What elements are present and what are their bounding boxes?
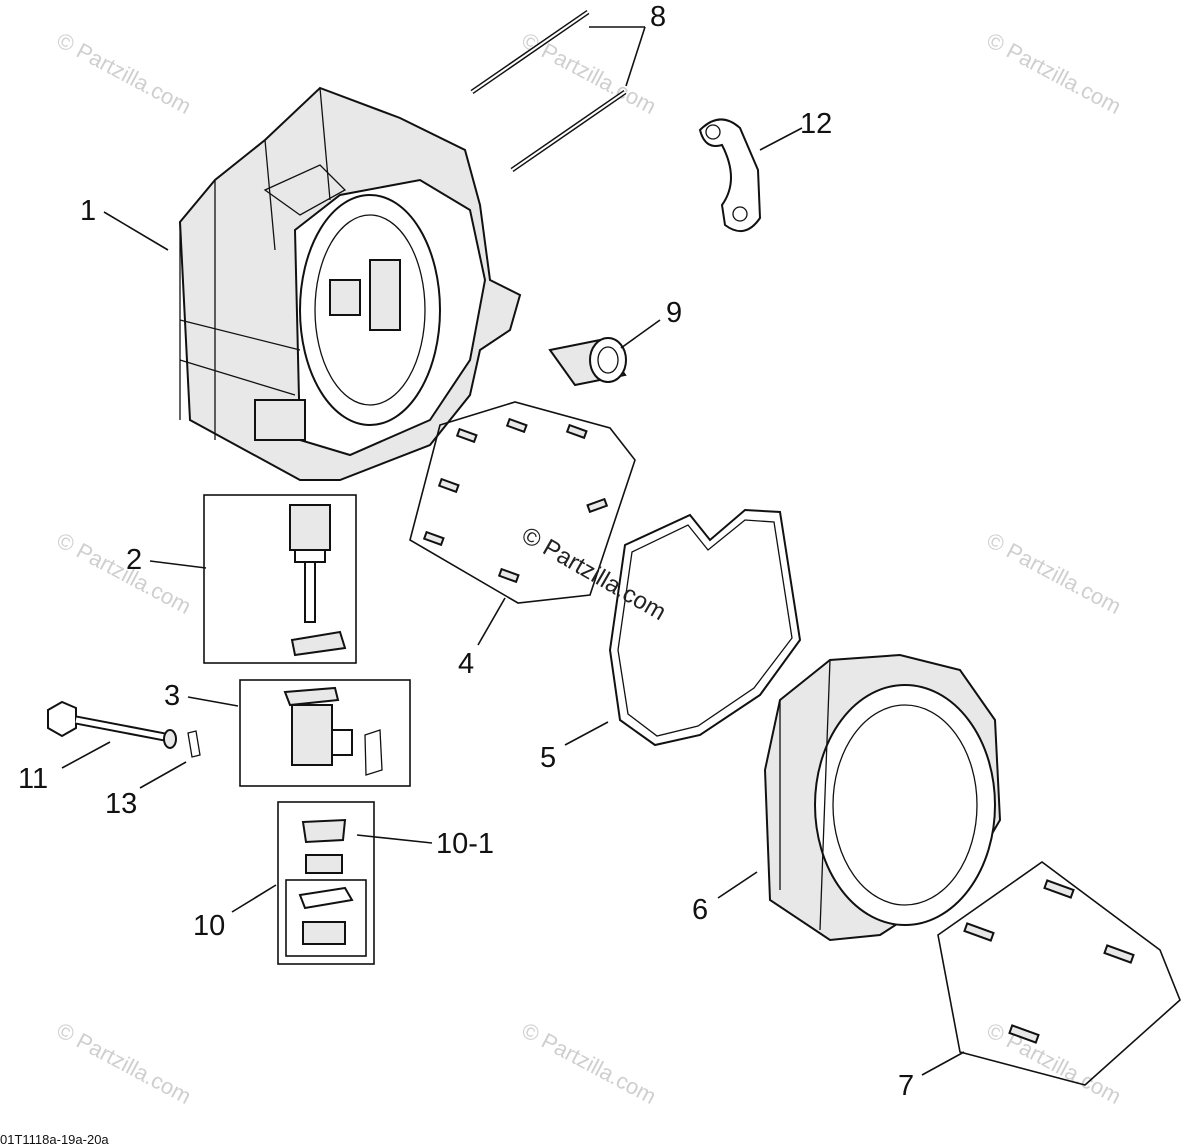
callout-4: 4 [458, 648, 474, 680]
callout-3: 3 [164, 680, 180, 712]
diagram-code: 01T1118a-19a-20a [0, 1132, 109, 1147]
part-9-bushing [548, 337, 627, 387]
callout-5: 5 [540, 742, 556, 774]
callout-11: 11 [18, 763, 48, 795]
callout-9: 9 [666, 297, 682, 329]
callout-10: 10 [193, 910, 225, 942]
part-4-bolt-set [409, 401, 636, 604]
part-12-bracket [698, 118, 762, 233]
watermark: © Partzilla.com [518, 27, 661, 119]
watermark: © Partzilla.com [53, 527, 196, 619]
part-5-gasket [608, 508, 802, 747]
watermark: © Partzilla.com [983, 527, 1126, 619]
watermark: © Partzilla.com [53, 1017, 196, 1109]
part-3-assembly-box [239, 679, 411, 787]
part-13-clip [187, 730, 201, 758]
part-6-cover [763, 653, 1002, 942]
callout-13: 13 [105, 788, 137, 820]
part-1-crankcase-housing [178, 86, 522, 481]
callout-12: 12 [800, 108, 832, 140]
callout-8: 8 [650, 1, 666, 33]
callout-7: 7 [898, 1070, 914, 1102]
watermark: © Partzilla.com [53, 27, 196, 119]
part-11-bolt [47, 700, 177, 749]
watermark: © Partzilla.com [983, 27, 1126, 119]
bolt-glyphs [422, 417, 609, 584]
callout-2: 2 [126, 544, 142, 576]
part-8-studs [470, 9, 627, 173]
callout-6: 6 [692, 894, 708, 926]
part-2-assembly-box [203, 494, 357, 664]
watermark: © Partzilla.com [518, 1017, 661, 1109]
leader-lines [61, 26, 965, 1076]
callout-10-1: 10-1 [436, 828, 494, 860]
callout-numbers: 1 2 3 4 5 6 7 8 9 10 10-1 11 12 13 [18, 1, 914, 1102]
callout-1: 1 [80, 195, 96, 227]
part-7-bolt-set [937, 861, 1181, 1086]
part-10-assembly-box [277, 801, 375, 965]
